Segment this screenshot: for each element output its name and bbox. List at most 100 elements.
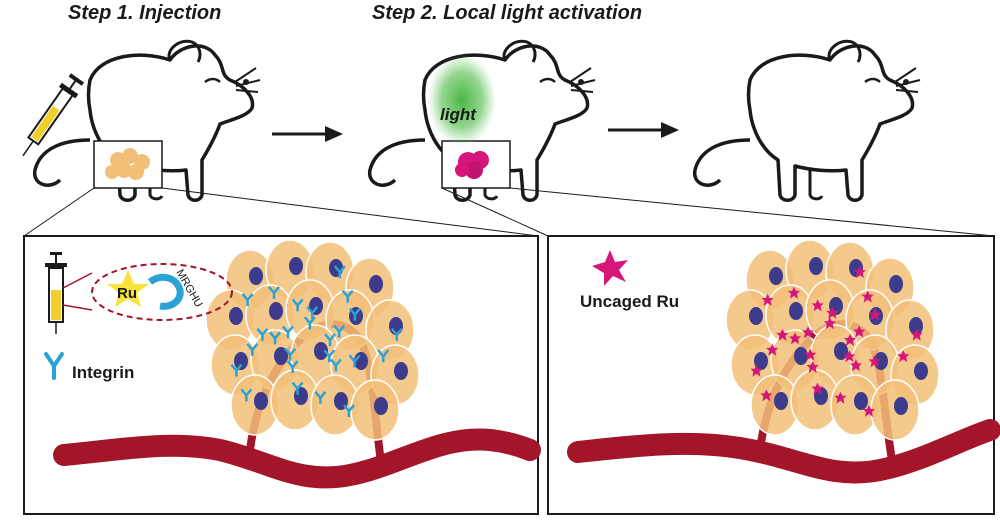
integrin-mark — [303, 316, 316, 330]
cell-nucleus — [914, 362, 928, 380]
cell-nucleus — [754, 352, 768, 370]
integrin-mark — [241, 293, 254, 306]
uncaged-ru-mark — [788, 286, 801, 299]
cell-nucleus — [254, 392, 268, 410]
integrin-mark — [230, 363, 243, 377]
arrow-right-icon-2 — [608, 122, 679, 138]
uncaged-ru-mark — [811, 382, 824, 395]
integrin-mark — [256, 328, 269, 341]
uncaged-ru-mark — [853, 266, 866, 279]
uncaged-ru-mark — [776, 328, 789, 341]
uncaged-ru-mark — [789, 332, 802, 345]
tumor-cells-mini-step2 — [455, 151, 489, 179]
integrin-mark — [246, 343, 259, 356]
integrin-mark — [390, 327, 403, 341]
cell-nucleus — [749, 307, 763, 325]
cell-nucleus — [374, 397, 388, 415]
uncaged-ru-mark — [868, 355, 881, 368]
cell-nucleus — [774, 392, 788, 410]
zoom-line-right-b — [509, 187, 995, 237]
cell-nucleus — [769, 267, 783, 285]
uncaged-ru-mark — [910, 328, 923, 341]
uncaged-ru-legend-label: Uncaged Ru — [580, 292, 679, 311]
cell-nucleus — [314, 342, 328, 360]
integrin-mark — [333, 324, 346, 338]
cell-nucleus — [809, 257, 823, 275]
cell-nucleus — [229, 307, 243, 325]
cell-nucleus — [289, 257, 303, 275]
uncaged-ru-mark — [834, 391, 847, 404]
cell-nucleus — [249, 267, 263, 285]
uncaged-ru-mark — [862, 405, 875, 418]
uncaged-ru-mark — [849, 359, 862, 372]
cell-nucleus — [309, 297, 323, 315]
integrin-legend-icon — [44, 352, 64, 380]
ru-label: Ru — [117, 285, 137, 302]
zoom-line-left-b — [161, 187, 539, 237]
light-glow — [428, 54, 496, 146]
cell-nucleus — [854, 392, 868, 410]
uncaged-ru-mark — [766, 343, 779, 356]
integrin-mark — [268, 286, 280, 299]
uncaged-ru-mark — [806, 361, 819, 374]
integrin-mark — [329, 358, 342, 372]
integrin-mark — [291, 381, 304, 395]
integrin-mark — [343, 404, 355, 418]
integrin-mark — [348, 354, 361, 368]
syringe-legend-icon — [45, 252, 93, 334]
cell-nucleus — [274, 347, 288, 365]
zoom-line-left-a — [23, 187, 95, 237]
integrin-mark — [281, 325, 294, 339]
uncaged-ru-mark — [868, 308, 881, 321]
uncaged-ru-mark — [861, 290, 874, 303]
uncaged-ru-mark — [750, 364, 763, 377]
cell-nucleus — [889, 275, 903, 293]
uncaged-ru-mark — [853, 325, 866, 338]
syringe-icon — [22, 73, 85, 157]
integrin-mark — [341, 289, 354, 303]
integrin-mark — [240, 388, 253, 402]
cell-nucleus — [789, 302, 803, 320]
uncaged-ru-mark — [843, 350, 856, 363]
uncaged-ru-mark — [760, 389, 773, 402]
cell-nucleus — [834, 342, 848, 360]
integrin-legend-label: Integrin — [72, 363, 134, 382]
integrin-mark — [291, 298, 304, 312]
uncaged-ru-legend-icon — [592, 250, 628, 286]
cell-nucleus — [909, 317, 923, 335]
uncaged-ru-mark — [811, 299, 824, 312]
tumor-cells-right — [725, 239, 940, 441]
cell-nucleus — [794, 347, 808, 365]
step-1-title: Step 1. Injection — [68, 2, 222, 24]
uncaged-ru-mark — [897, 350, 910, 363]
integrin-mark — [286, 360, 299, 374]
cell-nucleus — [394, 362, 408, 380]
caging-ligand-arc — [147, 273, 184, 310]
ru-star-icon — [107, 270, 149, 307]
tumor-cells-mini-step1 — [105, 148, 150, 180]
integrin-mark — [269, 331, 282, 345]
uncaged-ru-mark — [801, 326, 814, 339]
integrin-mark — [348, 307, 361, 321]
arrow-right-icon — [272, 126, 343, 142]
complex-callout — [91, 263, 233, 321]
uncaged-ru-mark — [823, 317, 836, 330]
blood-vessel-left — [53, 428, 541, 489]
zoom-line-right-a — [441, 187, 549, 237]
cell-nucleus — [269, 302, 283, 320]
cell-nucleus — [294, 387, 308, 405]
integrin-mark — [306, 306, 319, 319]
integrin-mark — [314, 391, 327, 404]
uncaged-ru-mark — [844, 334, 856, 346]
integrin-mark — [323, 349, 336, 363]
uncaged-ru-mark — [761, 293, 774, 306]
uncaged-ru-mark — [804, 348, 817, 361]
integrin-mark — [324, 333, 336, 346]
cell-nucleus — [234, 352, 248, 370]
cell-nucleus — [894, 397, 908, 415]
uncaged-ru-mark — [826, 306, 839, 319]
integrin-mark — [284, 347, 297, 361]
cell-nucleus — [369, 275, 383, 293]
step-2-title: Step 2. Local light activation — [372, 2, 643, 24]
